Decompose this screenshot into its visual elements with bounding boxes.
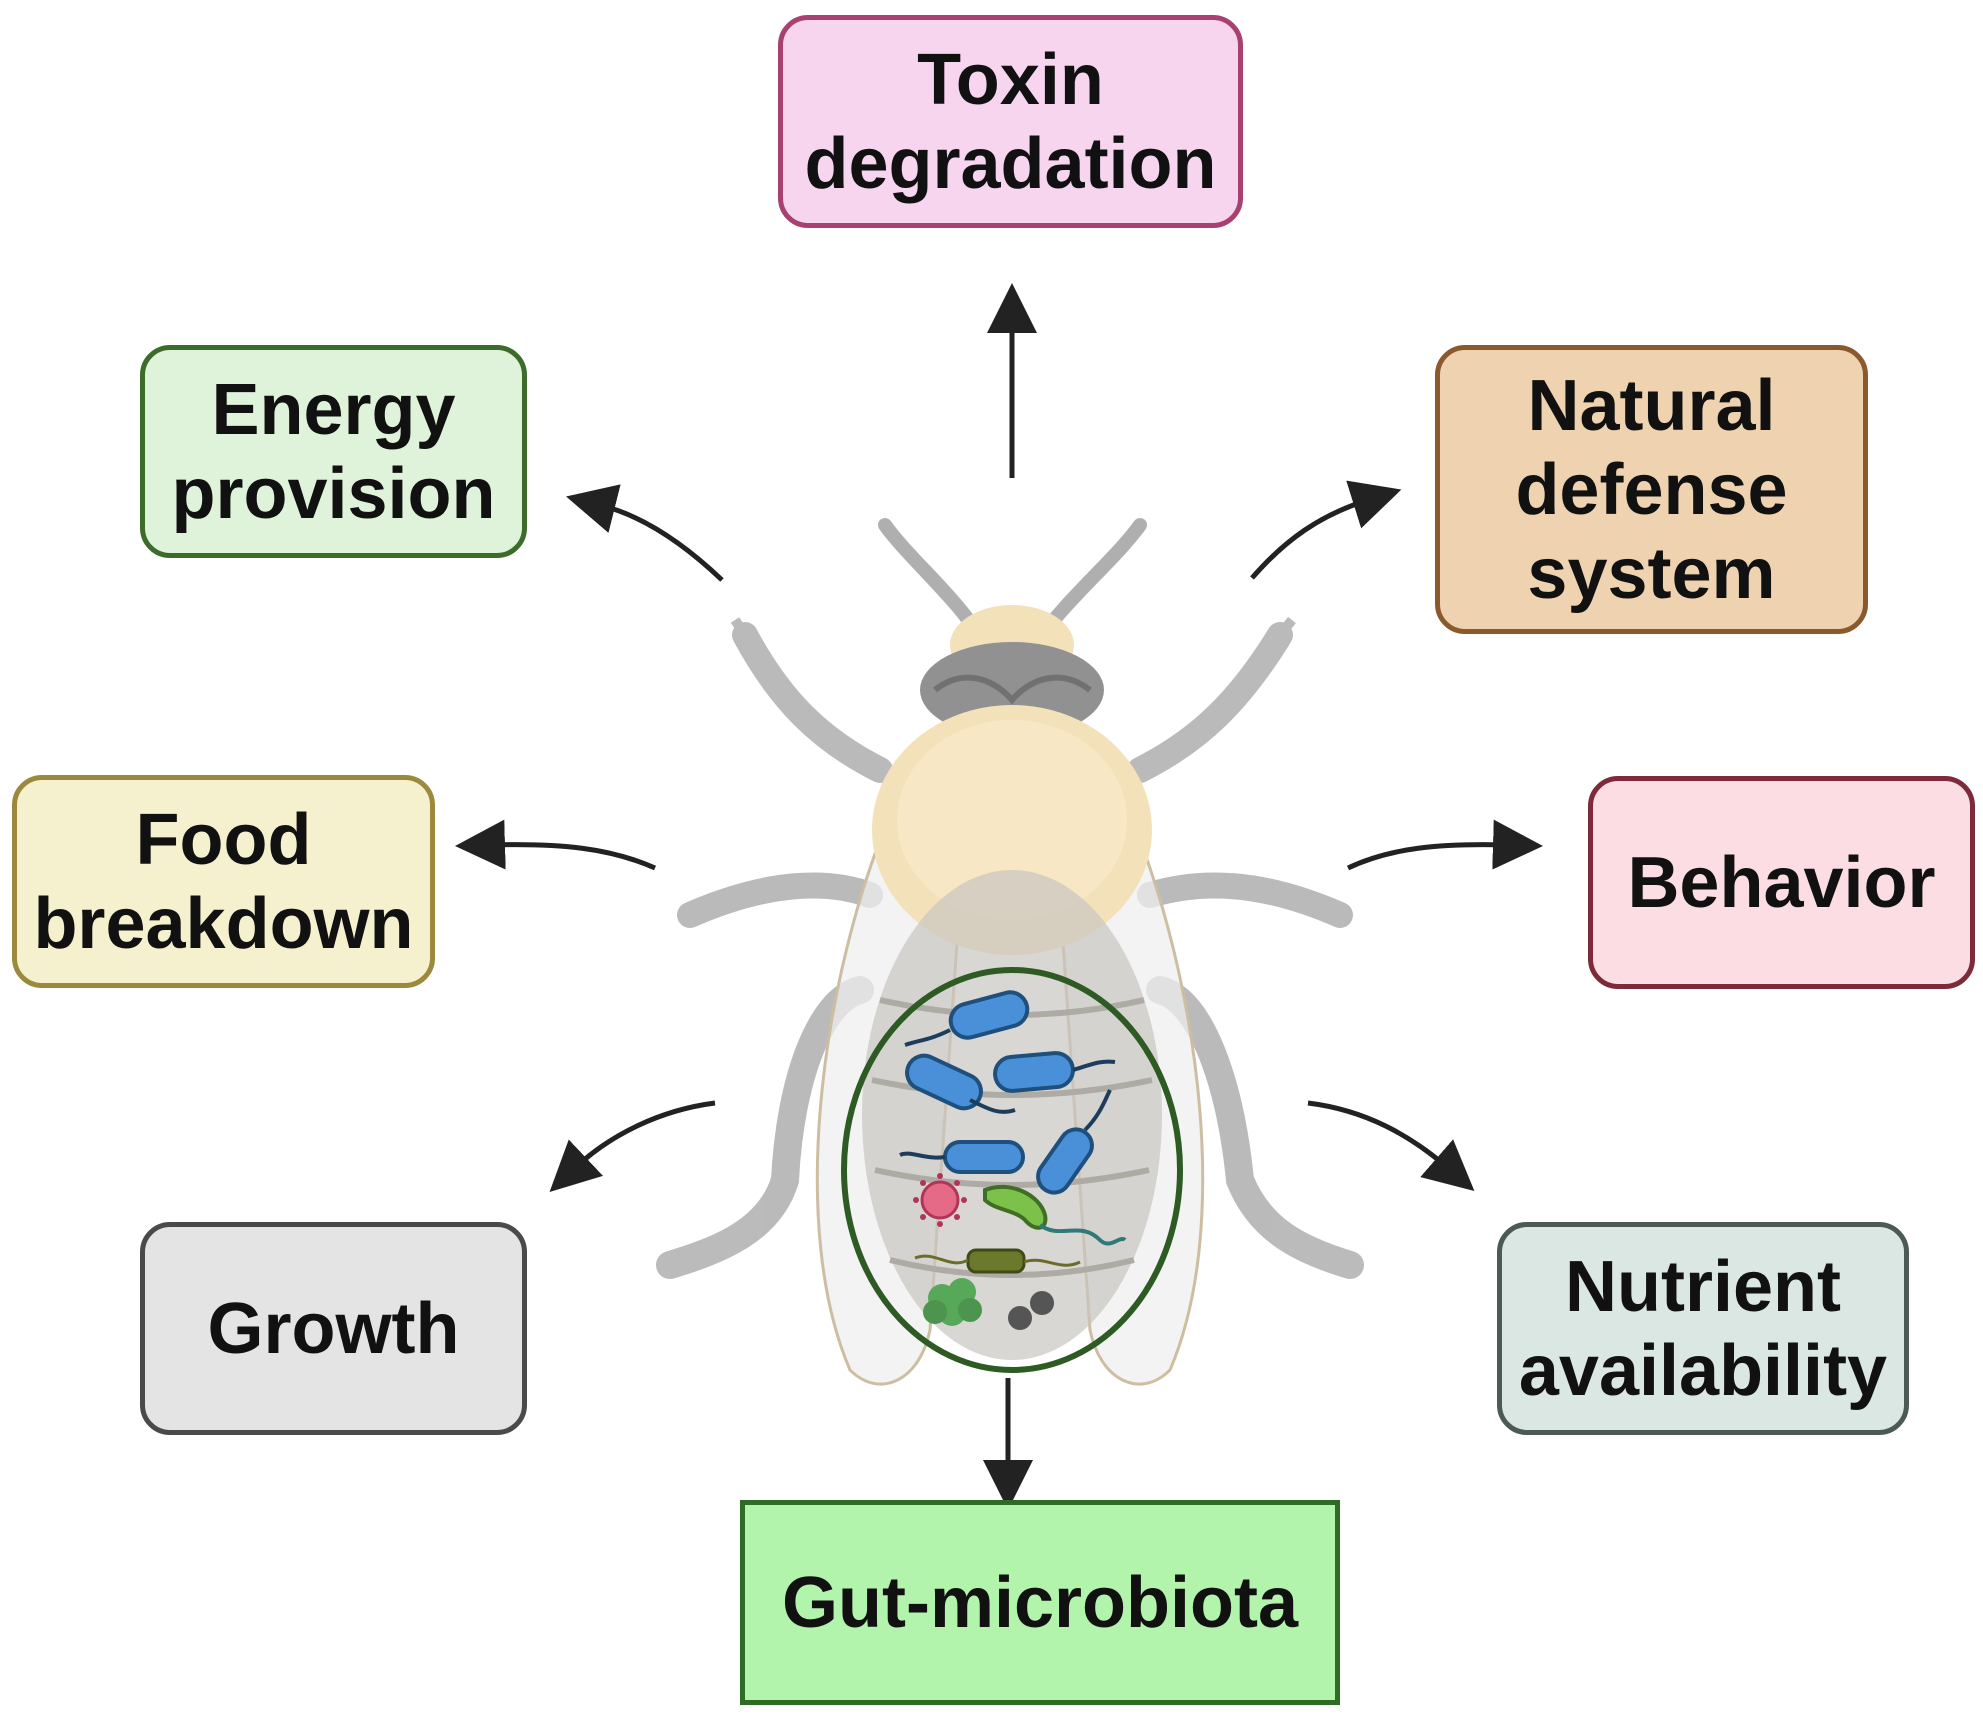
nutrient-availability-box: Nutrient availability xyxy=(1497,1222,1909,1435)
toxin-degradation-line1: Toxin xyxy=(917,39,1104,120)
gut-microbiota-label: Gut-microbiota xyxy=(782,1562,1298,1643)
arrows xyxy=(455,283,1543,1510)
nutrient-availability-line1: Nutrient xyxy=(1565,1246,1841,1327)
food-breakdown-line2: breakdown xyxy=(33,883,414,964)
natural-defense-line2: defense xyxy=(1515,449,1788,530)
fungus-icon xyxy=(923,1278,1054,1330)
behavior-label: Behavior xyxy=(1627,842,1936,923)
arrow-to-food-breakdown xyxy=(455,819,657,871)
virus-icon xyxy=(913,1173,967,1227)
food-breakdown-box: Food breakdown xyxy=(12,775,435,988)
arrow-to-energy-provision xyxy=(566,484,724,582)
natural-defense-system-box: Natural defense system xyxy=(1435,345,1868,634)
toxin-degradation-box: Toxin degradation xyxy=(778,15,1243,228)
energy-provision-box: Energy provision xyxy=(140,345,527,558)
energy-provision-line2: provision xyxy=(171,453,496,534)
growth-box: Growth xyxy=(140,1222,527,1435)
natural-defense-line3: system xyxy=(1527,533,1776,614)
natural-defense-line1: Natural xyxy=(1527,365,1776,446)
food-breakdown-line1: Food xyxy=(135,799,312,880)
energy-provision-line1: Energy xyxy=(211,369,456,450)
growth-label: Growth xyxy=(207,1288,460,1369)
behavior-box: Behavior xyxy=(1588,776,1975,989)
gut-microbiota-box: Gut-microbiota xyxy=(740,1500,1340,1705)
bacteria-icon xyxy=(899,990,1127,1274)
arrow-to-nutrient-availability xyxy=(1307,1100,1475,1191)
bee-icon xyxy=(656,518,1364,1386)
arrow-to-behavior xyxy=(1346,819,1543,871)
nutrient-availability-line2: availability xyxy=(1518,1330,1888,1411)
gut-circle xyxy=(841,967,1183,1373)
arrow-to-growth xyxy=(549,1100,716,1193)
arrow-to-natural-defense-system xyxy=(1250,480,1402,580)
toxin-degradation-line2: degradation xyxy=(804,123,1217,204)
